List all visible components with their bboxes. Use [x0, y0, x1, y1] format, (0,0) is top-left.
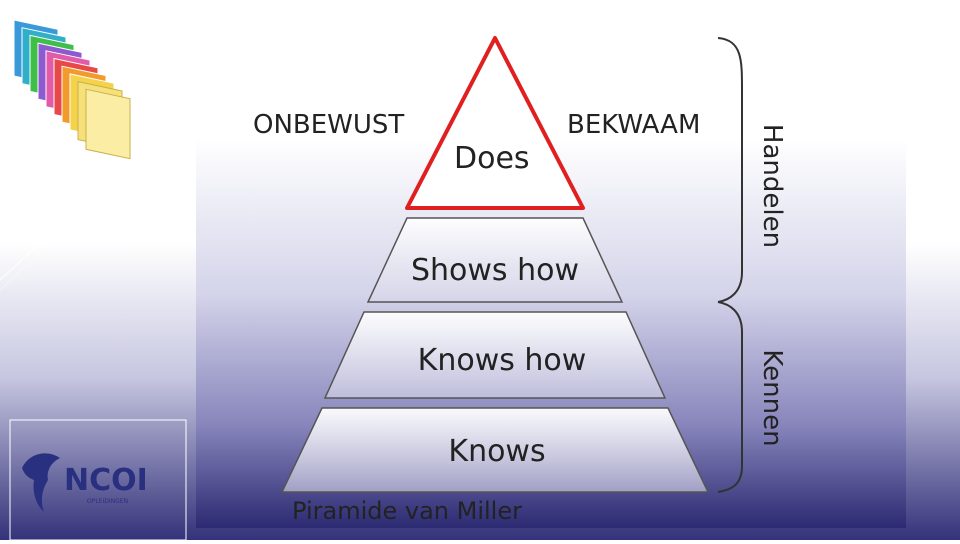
logo-subtext: OPLEIDINGEN	[87, 498, 128, 505]
logo-text: NCOI	[64, 463, 148, 498]
caption: Piramide van Miller	[292, 497, 522, 525]
brace-handelen	[717, 37, 743, 303]
level-knows-label: Knows	[448, 434, 545, 469]
level-shows-how-label: Shows how	[411, 253, 579, 288]
level-knows-shape	[280, 407, 710, 493]
brace-label-handelen: Handelen	[757, 124, 787, 248]
level-knows-how-shape	[323, 311, 667, 399]
decorative-line	[0, 109, 197, 291]
folders-icon	[13, 19, 131, 160]
dancer-icon	[22, 453, 60, 512]
left-label: ONBEWUST	[253, 110, 404, 140]
brace-label-kennen: Kennen	[757, 349, 787, 446]
right-label: BEKWAAM	[567, 110, 700, 140]
level-does-shape	[405, 36, 585, 210]
level-shows-how-shape	[366, 217, 624, 303]
level-does-label: Does	[454, 141, 530, 176]
brace-kennen	[717, 301, 743, 493]
level-knows-how-label: Knows how	[418, 343, 587, 378]
decorative-line	[0, 99, 197, 281]
